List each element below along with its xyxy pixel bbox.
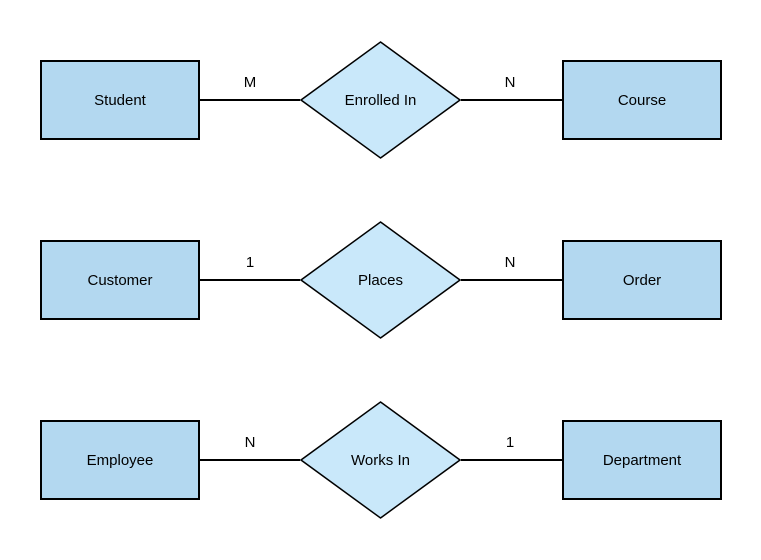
relationship-works-in[interactable]: Works In <box>300 401 461 519</box>
cardinality-label: 1 <box>505 434 515 451</box>
entity-department[interactable]: Department <box>562 420 722 500</box>
entity-order[interactable]: Order <box>562 240 722 320</box>
entity-label: Customer <box>87 271 153 289</box>
cardinality-label: M <box>243 74 257 91</box>
diamond-shape-icon <box>300 41 461 159</box>
cardinality-label: 1 <box>245 254 255 271</box>
connector-worksin-department[interactable] <box>461 459 562 461</box>
entity-label: Order <box>622 271 662 289</box>
entity-label: Employee <box>86 451 154 469</box>
cardinality-label: N <box>504 74 516 91</box>
cardinality-label: N <box>244 434 256 451</box>
relationship-row-works-in: Employee N Works In 1 Department <box>0 401 761 519</box>
entity-student[interactable]: Student <box>40 60 200 140</box>
entity-label: Department <box>602 451 682 469</box>
entity-course[interactable]: Course <box>562 60 722 140</box>
relationship-enrolled-in[interactable]: Enrolled In <box>300 41 461 159</box>
entity-label: Student <box>94 91 146 109</box>
connector-student-enrolledin[interactable] <box>200 99 300 101</box>
entity-label: Course <box>617 91 667 109</box>
relationship-label: Works In <box>351 451 410 469</box>
connector-places-order[interactable] <box>461 279 562 281</box>
relationship-row-enrolled-in: Student M Enrolled In N Course <box>0 41 761 159</box>
connector-customer-places[interactable] <box>200 279 300 281</box>
cardinality-label: N <box>504 254 516 271</box>
entity-employee[interactable]: Employee <box>40 420 200 500</box>
diamond-shape-icon <box>300 401 461 519</box>
relationship-places[interactable]: Places <box>300 221 461 339</box>
connector-employee-worksin[interactable] <box>200 459 300 461</box>
entity-customer[interactable]: Customer <box>40 240 200 320</box>
relationship-label: Places <box>357 271 404 289</box>
relationship-row-places: Customer 1 Places N Order <box>0 221 761 339</box>
relationship-label: Enrolled In <box>344 91 417 109</box>
diamond-shape-icon <box>300 221 461 339</box>
connector-enrolledin-course[interactable] <box>461 99 562 101</box>
